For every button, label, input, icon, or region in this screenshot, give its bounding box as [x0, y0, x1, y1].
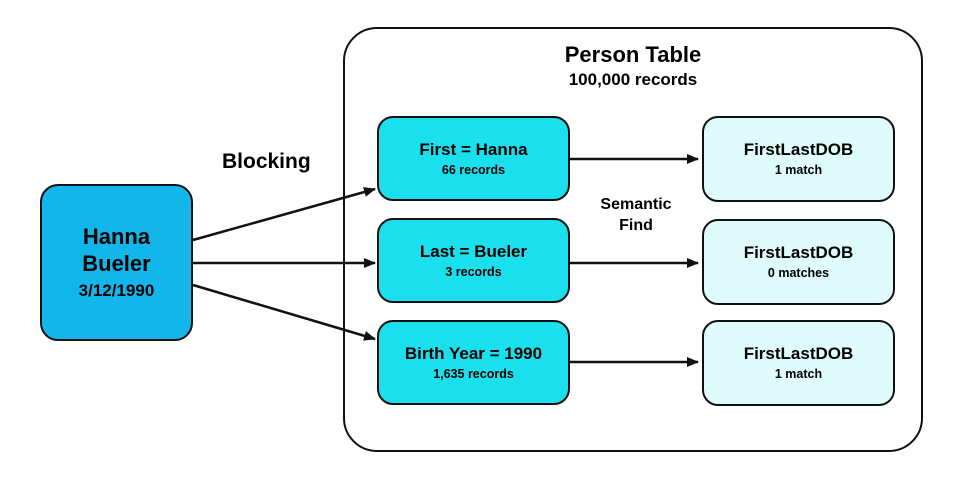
person-dob: 3/12/1990 [78, 280, 155, 300]
person-last-name: Bueler [82, 250, 151, 276]
block-record-count: 1,635 records [433, 366, 514, 381]
result-title: FirstLastDOB [743, 140, 854, 159]
result-match-count: 1 match [774, 163, 823, 177]
blocking-label: Blocking [222, 150, 311, 173]
arrow-to-birth-year-block [192, 283, 376, 341]
arrow-to-first-block [192, 187, 376, 242]
block-criteria: Last = Bueler [419, 241, 528, 261]
block-first-name: First = Hanna 66 records [377, 116, 570, 201]
block-criteria: Birth Year = 1990 [404, 343, 543, 363]
block-criteria: First = Hanna [419, 139, 528, 159]
result-last-name: FirstLastDOB 0 matches [702, 219, 895, 305]
person-table-title: Person Table [564, 42, 702, 67]
result-title: FirstLastDOB [743, 243, 854, 262]
result-match-count: 1 match [774, 367, 823, 381]
person-record-box: Hanna Bueler 3/12/1990 [40, 184, 193, 341]
result-match-count: 0 matches [767, 266, 830, 280]
block-birth-year: Birth Year = 1990 1,635 records [377, 320, 570, 405]
block-last-name: Last = Bueler 3 records [377, 218, 570, 303]
semantic-find-line-1: Semantic [600, 196, 672, 213]
block-record-count: 66 records [441, 162, 506, 177]
person-table-record-count: 100,000 records [568, 70, 698, 89]
result-birth-year: FirstLastDOB 1 match [702, 320, 895, 406]
semantic-find-label: Semantic Find [586, 194, 686, 236]
person-first-name: Hanna [82, 223, 151, 249]
result-first-name: FirstLastDOB 1 match [702, 116, 895, 202]
semantic-find-line-2: Find [619, 217, 653, 234]
result-title: FirstLastDOB [743, 344, 854, 363]
block-record-count: 3 records [445, 264, 502, 279]
